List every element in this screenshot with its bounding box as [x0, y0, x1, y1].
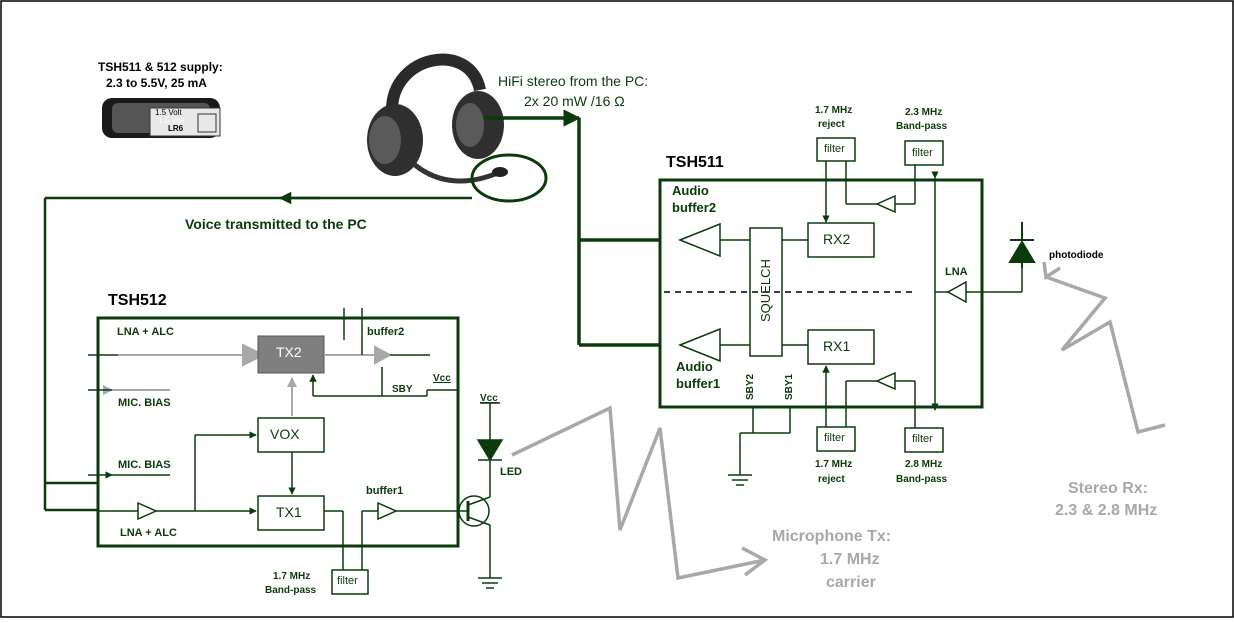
headset-title-line2: 2x 20 mW /16 Ω [524, 93, 625, 109]
mic-tx-wave [511, 405, 766, 581]
filter-top-right-caption-a: 2.3 MHz [905, 107, 943, 118]
squelch-label: SQUELCH [758, 259, 773, 322]
tsh512-filter-label: filter [337, 575, 358, 587]
filter-bot-right-caption-b: Band-pass [896, 474, 948, 485]
filter-top-right-caption-b: Band-pass [896, 121, 948, 132]
filter-1p7-reject-top [816, 137, 856, 162]
tsh512-title: TSH512 [108, 292, 167, 309]
photodiode-icon [1008, 222, 1036, 268]
audio-buffer2-label-b: buffer2 [672, 200, 717, 215]
vox-label: VOX [270, 426, 300, 442]
filter-top-left-caption-b: reject [818, 119, 845, 130]
rx1-block [807, 329, 875, 365]
mic-bias-top-label: MIC. BIAS [118, 397, 171, 409]
battery-icon [102, 98, 221, 138]
voice-wire [43, 191, 472, 512]
tsh512-block [96, 316, 460, 548]
mic-tx-line3: carrier [826, 574, 876, 591]
tx2-block [257, 335, 325, 374]
tsh511-block [658, 178, 984, 409]
audio-buffer2-amp [677, 222, 721, 258]
led-transistor-circuit [458, 402, 504, 589]
filter-top-right-label: filter [912, 147, 933, 159]
sby1-label: SBY1 [784, 373, 795, 400]
sby2-label: SBY2 [745, 373, 756, 400]
filter-bot-right-caption-a: 2.8 MHz [905, 459, 943, 470]
supply-line1: TSH511 & 512 supply: [98, 60, 223, 74]
tx2-label: TX2 [276, 344, 302, 360]
lna-label: LNA [945, 266, 968, 278]
squelch-block [749, 227, 783, 357]
audio-buffer1-label-b: buffer1 [676, 376, 721, 391]
stereo-rx-line1: Stereo Rx: [1068, 480, 1149, 497]
tx1-block [257, 495, 325, 531]
headset-icon [367, 53, 508, 184]
audio-buffer2-label-a: Audio [672, 183, 709, 198]
battery-label-mid: 1.5 Volt [158, 116, 185, 125]
tsh512-filter-caption-b: Band-pass [265, 585, 317, 596]
stereo-rx-line2: 2.3 & 2.8 MHz [1055, 502, 1158, 519]
tsh512-filter-caption-a: 1.7 MHz [273, 571, 311, 582]
headset-title-line1: HiFi stereo from the PC: [498, 73, 649, 89]
supply-line2: 2.3 to 5.5V, 25 mA [106, 76, 207, 90]
mic-bias-bot-label: MIC. BIAS [118, 459, 171, 471]
buffer1-label: buffer1 [366, 485, 404, 497]
lna-amp [946, 280, 967, 304]
lna-alc-bot-label: LNA + ALC [120, 527, 177, 539]
tsh511-title: TSH511 [666, 154, 724, 171]
rx2-label: RX2 [823, 231, 851, 247]
battery-label-lr6: LR6 [168, 124, 184, 133]
stereo-rx-wave [1045, 275, 1166, 435]
vcc-label-512: Vcc [433, 373, 451, 384]
led-label: LED [500, 466, 522, 478]
voice-label: Voice transmitted to the PC [185, 216, 367, 232]
buffer2-label: buffer2 [367, 326, 405, 338]
mic-tx-line1: Microphone Tx: [772, 528, 892, 545]
rx2-block [807, 222, 875, 258]
mic-tx-line2: 1.7 MHz [820, 551, 880, 568]
led-vcc-label: Vcc [480, 393, 498, 404]
battery-label-top: 1.5 Volt [155, 108, 182, 117]
audio-buffer1-label-a: Audio [676, 359, 713, 374]
filter-2p3-bandpass [904, 140, 944, 166]
filter-bot-right-label: filter [912, 433, 933, 445]
photodiode-label: photodiode [1049, 250, 1104, 261]
filter-top-left-caption-a: 1.7 MHz [815, 105, 853, 116]
filter-2p8-bandpass [904, 427, 944, 453]
filter-1p7-reject-bottom [816, 426, 856, 452]
vox-block [257, 417, 325, 453]
filter-bot-left-caption-a: 1.7 MHz [815, 459, 853, 470]
filter-1p7-bandpass [331, 569, 369, 595]
tx1-label: TX1 [276, 504, 302, 520]
sby-label: SBY [392, 384, 413, 395]
microphone-highlight [470, 153, 548, 203]
headset-feed-wire [484, 109, 660, 347]
audio-buffer1-amp [677, 327, 721, 363]
rx1-label: RX1 [823, 338, 851, 354]
filter-top-left-label: filter [824, 143, 845, 155]
filter-bot-left-caption-b: reject [818, 474, 845, 485]
lna-alc-top-label: LNA + ALC [117, 326, 174, 338]
filter-bot-left-label: filter [824, 432, 845, 444]
